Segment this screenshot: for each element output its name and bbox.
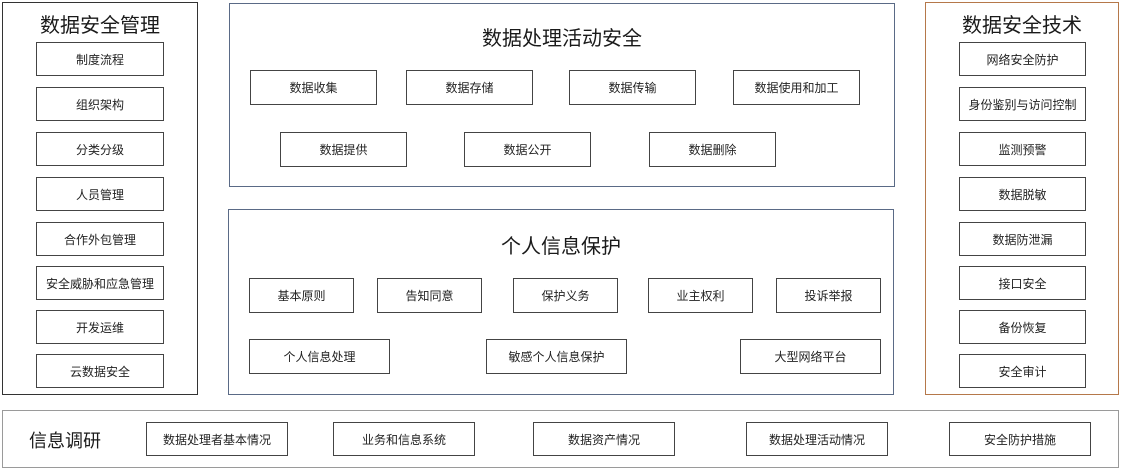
- personal-item: 投诉举报: [776, 278, 881, 313]
- research-panel: 信息调研 数据处理者基本情况 业务和信息系统 数据资产情况 数据处理活动情况 安…: [2, 410, 1119, 468]
- research-title: 信息调研: [29, 431, 101, 452]
- technology-item: 安全审计: [959, 354, 1086, 388]
- management-panel: 数据安全管理 制度流程 组织架构 分类分级 人员管理 合作外包管理 安全威胁和应…: [2, 2, 198, 395]
- processing-panel: 数据处理活动安全 数据收集 数据存储 数据传输 数据使用和加工 数据提供 数据公…: [229, 3, 895, 187]
- research-item: 安全防护措施: [949, 422, 1091, 456]
- technology-item: 监测预警: [959, 132, 1086, 166]
- processing-title: 数据处理活动安全: [482, 26, 642, 50]
- processing-item: 数据使用和加工: [733, 70, 860, 105]
- personal-panel: 个人信息保护 基本原则 告知同意 保护义务 业主权利 投诉举报 个人信息处理 敏…: [228, 209, 894, 395]
- management-item: 分类分级: [36, 132, 164, 166]
- personal-item: 告知同意: [377, 278, 482, 313]
- research-item: 数据处理活动情况: [746, 422, 888, 456]
- management-title: 数据安全管理: [40, 13, 160, 37]
- research-item: 数据处理者基本情况: [146, 422, 288, 456]
- personal-item: 业主权利: [648, 278, 753, 313]
- management-item: 人员管理: [36, 177, 164, 211]
- management-item: 安全威胁和应急管理: [36, 266, 164, 300]
- technology-item: 备份恢复: [959, 310, 1086, 344]
- management-item: 合作外包管理: [36, 222, 164, 256]
- personal-item: 敏感个人信息保护: [486, 339, 627, 374]
- technology-item: 网络安全防护: [959, 42, 1086, 76]
- processing-item: 数据提供: [280, 132, 407, 167]
- research-item: 业务和信息系统: [333, 422, 475, 456]
- management-item: 云数据安全: [36, 354, 164, 388]
- technology-title: 数据安全技术: [962, 13, 1082, 37]
- personal-item: 大型网络平台: [740, 339, 881, 374]
- processing-item: 数据删除: [649, 132, 776, 167]
- processing-item: 数据公开: [464, 132, 591, 167]
- processing-item: 数据存储: [406, 70, 533, 105]
- research-item: 数据资产情况: [533, 422, 675, 456]
- personal-item: 个人信息处理: [249, 339, 390, 374]
- management-item: 开发运维: [36, 310, 164, 344]
- personal-title: 个人信息保护: [501, 234, 621, 258]
- personal-item: 保护义务: [513, 278, 618, 313]
- management-item: 制度流程: [36, 42, 164, 76]
- personal-item: 基本原则: [249, 278, 354, 313]
- technology-item: 数据防泄漏: [959, 222, 1086, 256]
- processing-item: 数据传输: [569, 70, 696, 105]
- processing-item: 数据收集: [250, 70, 377, 105]
- management-item: 组织架构: [36, 87, 164, 121]
- technology-item: 接口安全: [959, 266, 1086, 300]
- technology-panel: 数据安全技术 网络安全防护 身份鉴别与访问控制 监测预警 数据脱敏 数据防泄漏 …: [925, 2, 1119, 395]
- technology-item: 数据脱敏: [959, 177, 1086, 211]
- technology-item: 身份鉴别与访问控制: [959, 87, 1086, 121]
